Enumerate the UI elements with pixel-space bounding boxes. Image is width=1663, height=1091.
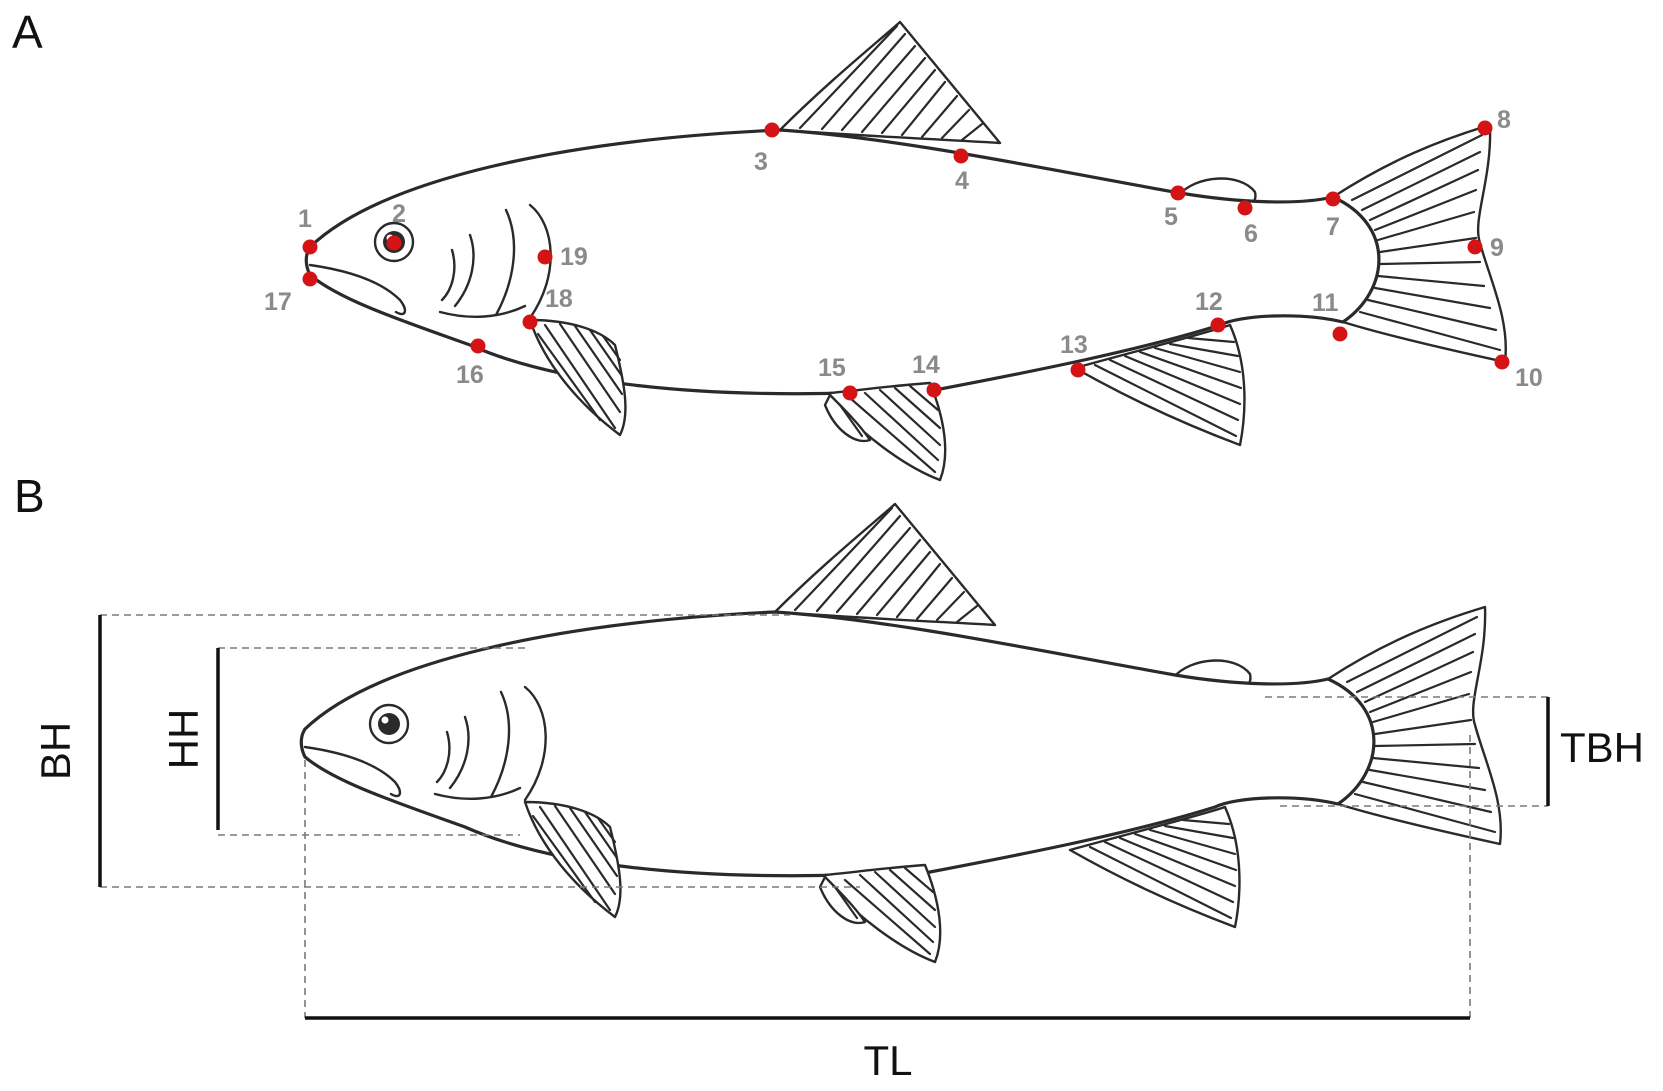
body-height-measure: BH	[32, 614, 860, 888]
landmark-12: 12	[1195, 288, 1226, 333]
landmark-19-label: 19	[560, 243, 588, 271]
landmark-1: 1	[298, 205, 318, 255]
landmark-6: 6	[1237, 200, 1258, 248]
bh-label: BH	[32, 722, 79, 780]
landmark-18: 18	[522, 285, 573, 330]
panel-a-label: A	[12, 6, 43, 58]
landmark-9-label: 9	[1490, 234, 1504, 262]
panel-a: A 1 2 3 4 5 6 7	[12, 6, 1543, 482]
landmark-2: 2	[386, 200, 406, 251]
landmark-5-label: 5	[1164, 203, 1178, 231]
total-length-measure: TL	[304, 735, 1471, 1084]
hh-label: HH	[160, 709, 207, 770]
landmark-19: 19	[537, 243, 588, 271]
landmark-15-label: 15	[818, 354, 846, 382]
landmark-17: 17	[264, 271, 318, 316]
landmark-11-label: 11	[1312, 289, 1339, 317]
panel-b: B BH HH TBH TL	[14, 470, 1644, 1084]
landmark-9: 9	[1467, 234, 1504, 262]
landmark-7: 7	[1325, 191, 1341, 241]
landmark-3: 3	[754, 122, 780, 176]
landmark-10: 10	[1494, 354, 1543, 392]
landmark-13: 13	[1060, 331, 1088, 378]
landmark-5: 5	[1164, 185, 1186, 231]
landmark-11: 11	[1312, 289, 1348, 342]
landmark-13-label: 13	[1060, 331, 1088, 359]
landmark-4: 4	[953, 148, 969, 195]
landmark-2-label: 2	[392, 200, 406, 228]
landmark-7-label: 7	[1326, 213, 1340, 241]
landmark-6-label: 6	[1244, 220, 1258, 248]
fish-drawing-a	[304, 20, 1508, 482]
panel-b-label: B	[14, 470, 45, 522]
landmark-12-label: 12	[1195, 288, 1223, 316]
landmark-18-label: 18	[545, 285, 573, 313]
landmark-15: 15	[818, 354, 858, 401]
landmark-16: 16	[456, 338, 486, 389]
landmark-3-label: 3	[754, 148, 768, 176]
landmark-8-label: 8	[1497, 106, 1511, 134]
head-height-measure: HH	[160, 647, 530, 836]
tl-label: TL	[863, 1037, 912, 1084]
landmark-8: 8	[1477, 106, 1511, 136]
landmark-10-label: 10	[1515, 364, 1543, 392]
landmark-16-label: 16	[456, 361, 484, 389]
tail-base-height-measure: TBH	[1265, 696, 1644, 807]
tbh-label: TBH	[1560, 724, 1644, 771]
landmark-14-label: 14	[912, 351, 940, 379]
landmark-1-label: 1	[298, 205, 312, 233]
landmark-17-label: 17	[264, 288, 292, 316]
landmark-14: 14	[912, 351, 942, 398]
landmark-4-label: 4	[955, 167, 969, 195]
fish-drawing-b	[299, 502, 1503, 964]
